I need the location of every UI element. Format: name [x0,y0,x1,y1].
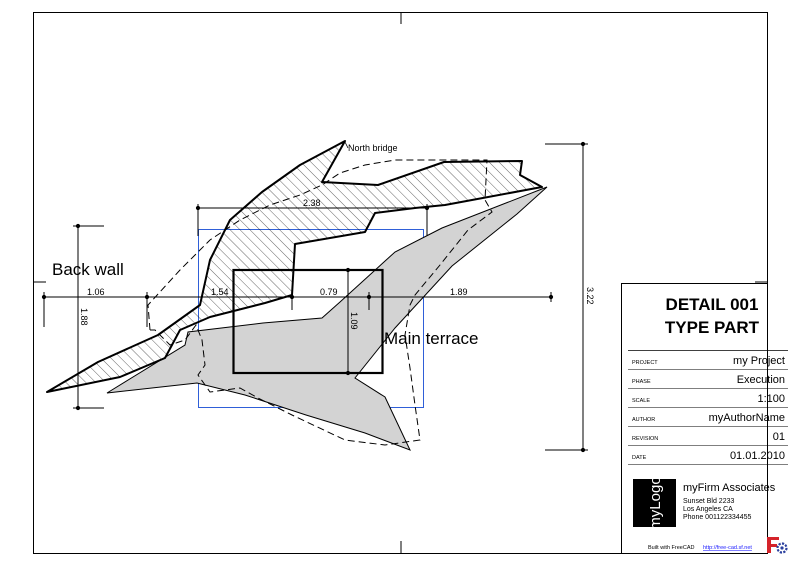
inner-rectangle [232,268,384,375]
dim-top-width: 2.38 [303,198,321,208]
title-line-2: TYPE PART [665,318,760,337]
freecad-link[interactable]: http://free-cad.sf.net [703,545,752,551]
firm-name: myFirm Associates [683,482,776,494]
north-bridge-shape [46,140,543,393]
row-label: SCALE [632,398,650,404]
firm-phone: Phone 001122334455 [683,514,751,521]
dim-left-height: 1.88 [79,308,89,326]
dimension-lines [41,141,588,453]
terrace-shape [106,186,548,451]
row-value: 01 [773,431,785,443]
row-label: DATE [632,455,647,461]
title-block: DETAIL 001 TYPE PART PROJECT my Project … [621,283,788,553]
dim-mid-segment-2: 0.79 [320,287,338,297]
row-value: myAuthorName [709,412,785,424]
dim-inner-height: 1.09 [349,312,359,330]
title-block-rows: PROJECT my Project PHASE Execution SCALE… [628,355,788,465]
row-value: 1:100 [757,393,785,405]
row-value: 01.01.2010 [730,450,785,462]
row-value: Execution [737,374,785,386]
label-main-terrace: Main terrace [384,329,478,348]
firm-address-2: Los Angeles CA [683,506,733,513]
row-label: PROJECT [632,360,658,366]
title-line-1: DETAIL 001 [666,295,759,314]
north-bridge-leader [344,141,349,149]
firm-address-1: Sunset Bld 2233 [683,498,734,505]
dashed-outline [147,159,493,446]
center-marks [33,12,768,554]
built-with-text: Built with FreeCAD [648,545,694,551]
label-back-wall: Back wall [52,260,124,279]
row-value: my Project [733,355,785,367]
freecad-icon [767,537,788,554]
drawing-view [46,140,548,451]
row-label: AUTHOR [632,417,655,423]
dim-right-segment: 1.89 [450,287,468,297]
dim-left-segment: 1.06 [87,287,105,297]
label-north-bridge: North bridge [348,143,398,153]
dim-mid-segment-1: 1.54 [211,287,229,297]
row-label: REVISION [632,436,658,442]
firm-logo [633,479,676,527]
logo-text: myLogo [647,476,664,529]
row-label: PHASE [632,379,651,385]
dim-overall-height: 3.22 [585,287,595,305]
